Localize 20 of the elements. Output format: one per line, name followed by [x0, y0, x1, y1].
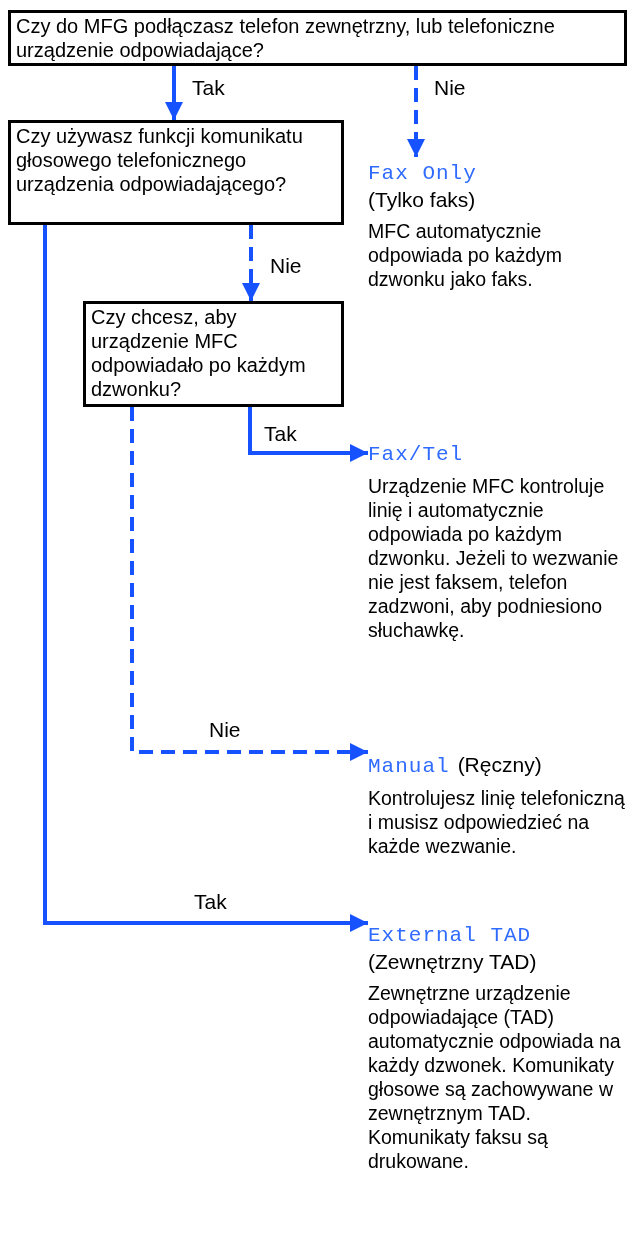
mode-name: Fax/Tel — [368, 443, 464, 466]
arrow — [165, 66, 183, 120]
question-box: Czy używasz funkcji komunikatu głosowego telefonicznego urządzenia odpowiadającego? — [8, 120, 344, 225]
mode-name: Fax Only — [368, 162, 477, 185]
dashed-arrow — [130, 407, 368, 761]
mode-description: Urządzenie MFC kontroluje linię i automatycznie odpowiada po każdym dzwonku. Jeżeli to wezwanie nie jest faksem, telefon zadzwoni, aby podniesiono słuchawkę. — [368, 474, 620, 642]
arrow — [248, 407, 368, 462]
mode-description: Kontrolujesz linię telefoniczną i musisz odpowiedzieć na każde wezwanie. — [368, 786, 626, 858]
mode-description: MFC automatycznie odpowiada po każdym dzwonku jako faks. — [368, 219, 564, 291]
dashed-arrow — [407, 66, 425, 157]
dashed-arrow — [242, 225, 260, 301]
question-box: Czy do MFG podłączasz telefon zewnętrzny, lub telefoniczne urządzenie odpowiadające? — [8, 10, 627, 66]
mode-translation: (Ręczny) — [457, 753, 542, 776]
mode-name: External TAD — [368, 924, 532, 947]
arrow — [43, 225, 368, 932]
question-box: Czy chcesz, aby urządzenie MFC odpowiadało po każdym dzwonku? — [83, 301, 344, 407]
mode-name: Manual — [368, 755, 450, 778]
mode-description: Zewnętrzne urządzenie odpowiadające (TAD) automatycznie odpowiada na każdy dzwonek. Komunikaty głosowe są zachowywane w zewnętrznym TAD. Komunikaty faksu są drukowane. — [368, 981, 622, 1173]
mode-translation: (Zewnętrzny TAD) — [368, 949, 538, 975]
mode-translation: (Tylko faks) — [368, 187, 477, 213]
